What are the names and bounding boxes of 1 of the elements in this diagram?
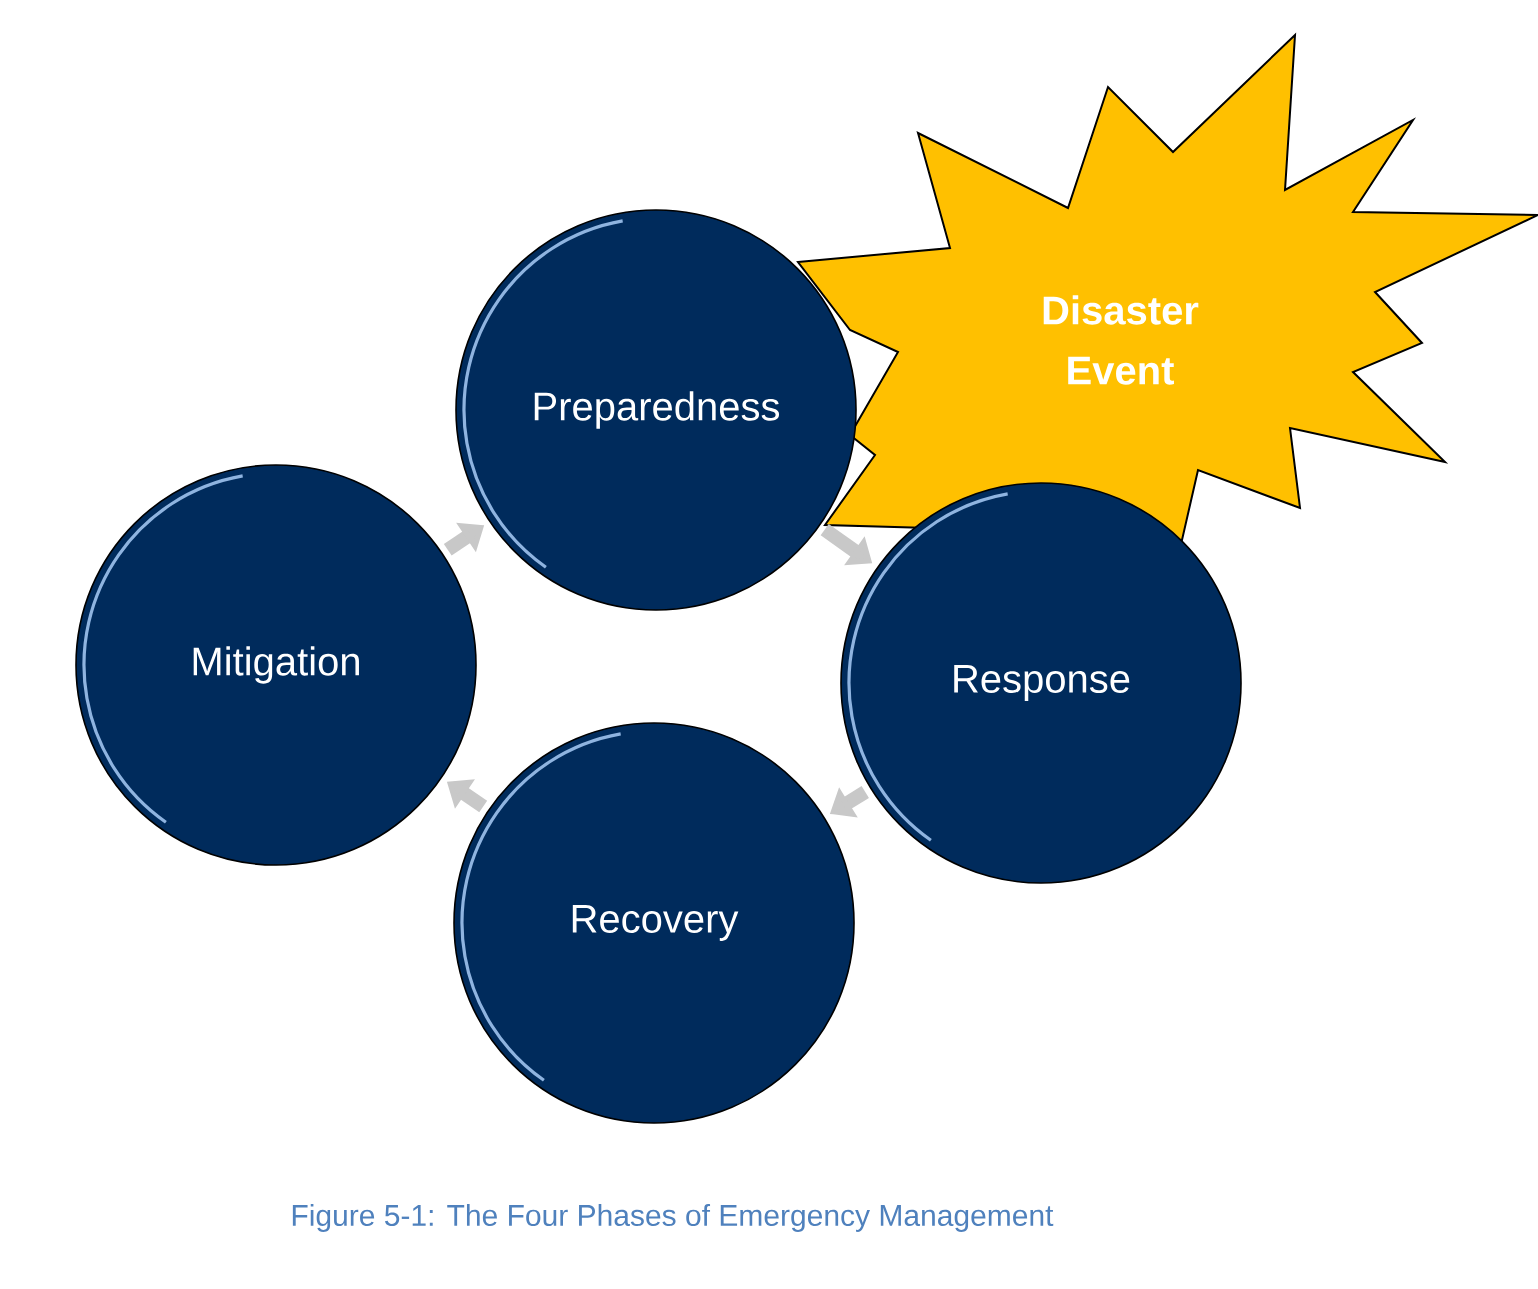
figure-caption: Figure 5-1: The Four Phases of Emergency Management [292, 1204, 1054, 1232]
